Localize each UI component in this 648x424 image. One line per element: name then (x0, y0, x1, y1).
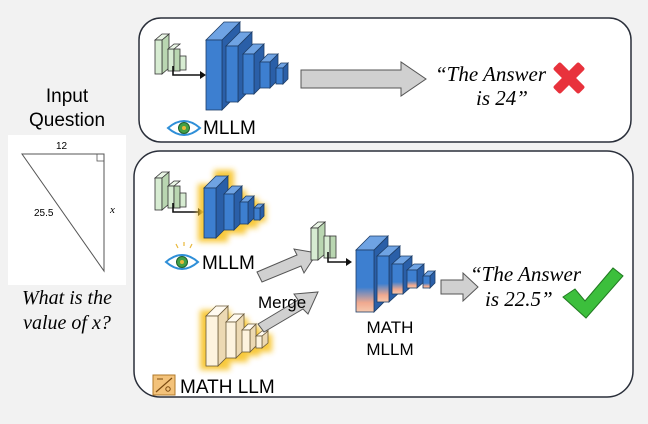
triangle-top-label: 12 (56, 141, 68, 152)
math-mllm-network-icon (355, 235, 436, 313)
math-mllm-label-line2: MLLM (366, 340, 414, 359)
input-title-line1: Input (45, 86, 89, 107)
question-line1: What is the (22, 287, 112, 309)
bottom-mllm-network-icon (198, 170, 266, 242)
math-icon (152, 374, 176, 396)
top-answer-line2: is 24” (476, 86, 528, 110)
right-triangle-figure (21, 153, 105, 273)
bottom-output-arrow (440, 271, 479, 303)
input-title-line2: Question (28, 110, 106, 131)
checkmark-icon (562, 267, 624, 319)
merge-label: Merge (258, 293, 307, 312)
top-answer-line1: “The Answer (435, 62, 547, 86)
math-mllm-label-line1: MATH (366, 318, 414, 337)
top-eye-icon (166, 120, 202, 136)
merge-arrow-upper (256, 248, 318, 283)
triangle-hypotenuse-label: 25.5 (34, 208, 54, 219)
top-input-icon (153, 33, 206, 79)
top-mllm-label: MLLM (203, 118, 256, 139)
cross-icon (553, 62, 585, 94)
merge-arrow-lower (257, 291, 319, 333)
question-line2: value of x? (23, 312, 111, 334)
math-llm-label: MATH LLM (180, 377, 275, 398)
bottom-answer-line1: “The Answer (470, 262, 582, 286)
input-question-card (8, 135, 126, 285)
bottom-mllm-label: MLLM (202, 253, 255, 274)
bottom-answer-line2: is 22.5” (485, 287, 553, 311)
top-output-arrow (300, 61, 427, 97)
triangle-side-x-label: x (110, 204, 115, 216)
merged-input-icon (309, 221, 352, 266)
bottom-input-icon (153, 171, 204, 216)
math-llm-network-icon (200, 305, 272, 370)
top-mllm-network-icon (205, 21, 289, 111)
bottom-eye-icon (164, 242, 200, 270)
